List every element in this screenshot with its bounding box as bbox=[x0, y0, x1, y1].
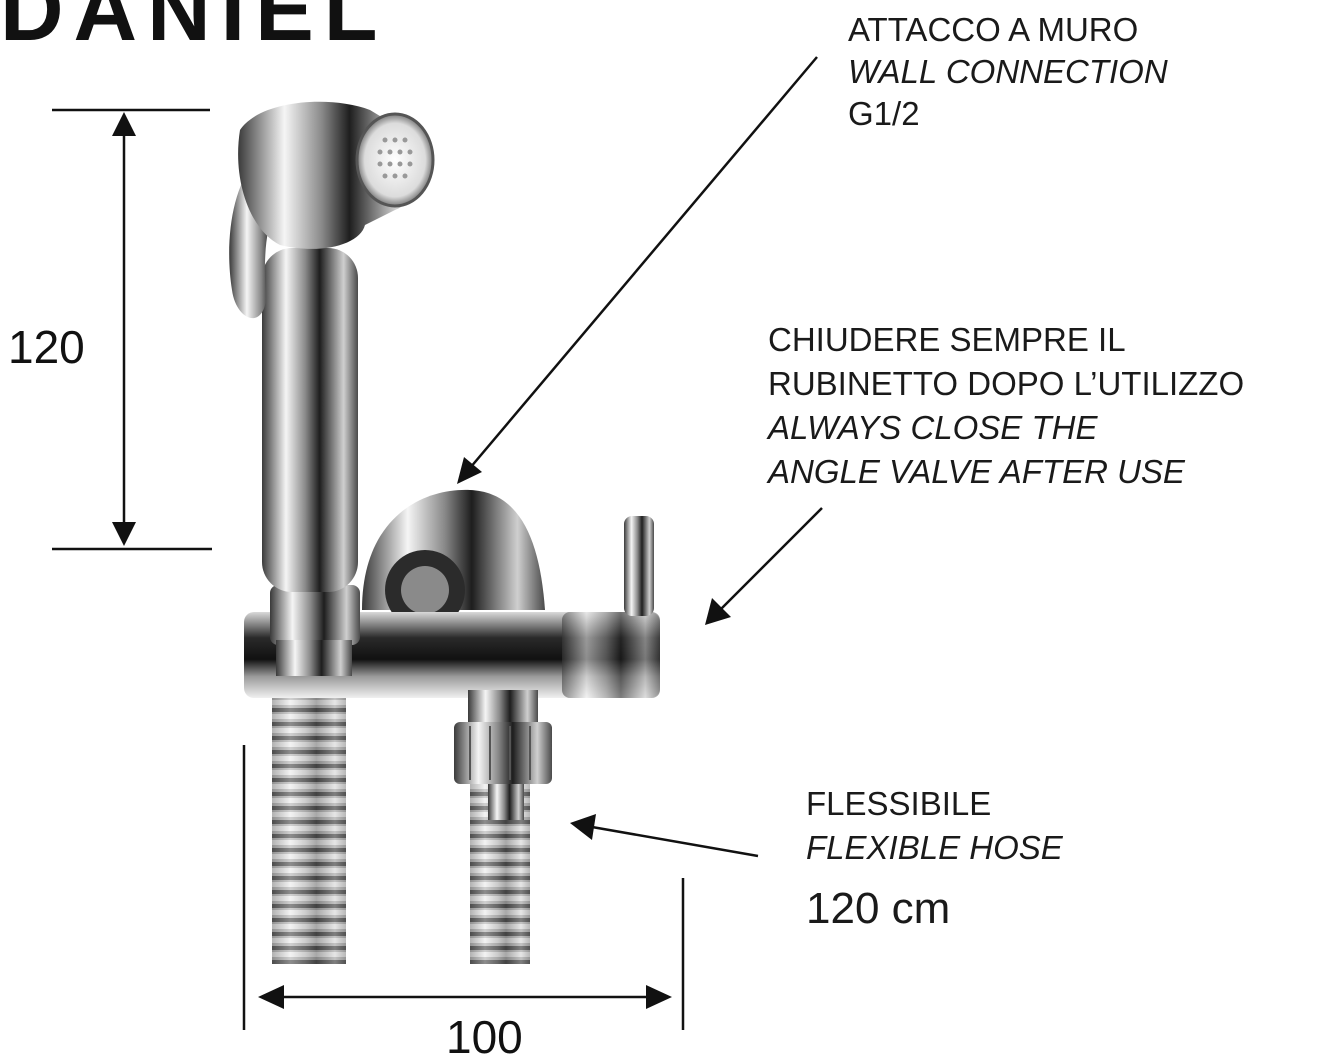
valve-handle bbox=[624, 516, 654, 616]
wall-connection-thread: G1/2 bbox=[848, 95, 920, 132]
hose-leader bbox=[570, 814, 759, 858]
valve-note-it-line2: RUBINETTO DOPO L’UTILIZZO bbox=[768, 365, 1245, 402]
hose-label-it: FLESSIBILE bbox=[806, 785, 992, 822]
brand-logo: DANIEL bbox=[0, 0, 388, 59]
hose-length: 120 cm bbox=[806, 884, 951, 933]
valve-leader bbox=[705, 507, 823, 625]
hose-nut bbox=[454, 722, 552, 784]
width-dimension-label: 100 bbox=[446, 1011, 523, 1063]
valve-note-en-line2: ANGLE VALVE AFTER USE bbox=[768, 453, 1185, 490]
width-dimension bbox=[242, 745, 685, 1030]
height-dimension-label: 120 bbox=[8, 321, 85, 373]
height-dimension bbox=[52, 108, 212, 551]
spray-rose bbox=[355, 112, 435, 208]
wall-connection-leader bbox=[457, 56, 818, 484]
wall-connection-label-en: WALL CONNECTION bbox=[848, 53, 1168, 90]
valve-note-it-line1: CHIUDERE SEMPRE IL bbox=[768, 321, 1126, 358]
wall-connection-label-it: ATTACCO A MURO bbox=[848, 11, 1139, 48]
valve-note-en-line1: ALWAYS CLOSE THE bbox=[768, 409, 1098, 446]
hose-label-en: FLEXIBLE HOSE bbox=[806, 829, 1063, 866]
sprayer-handle bbox=[262, 248, 358, 592]
